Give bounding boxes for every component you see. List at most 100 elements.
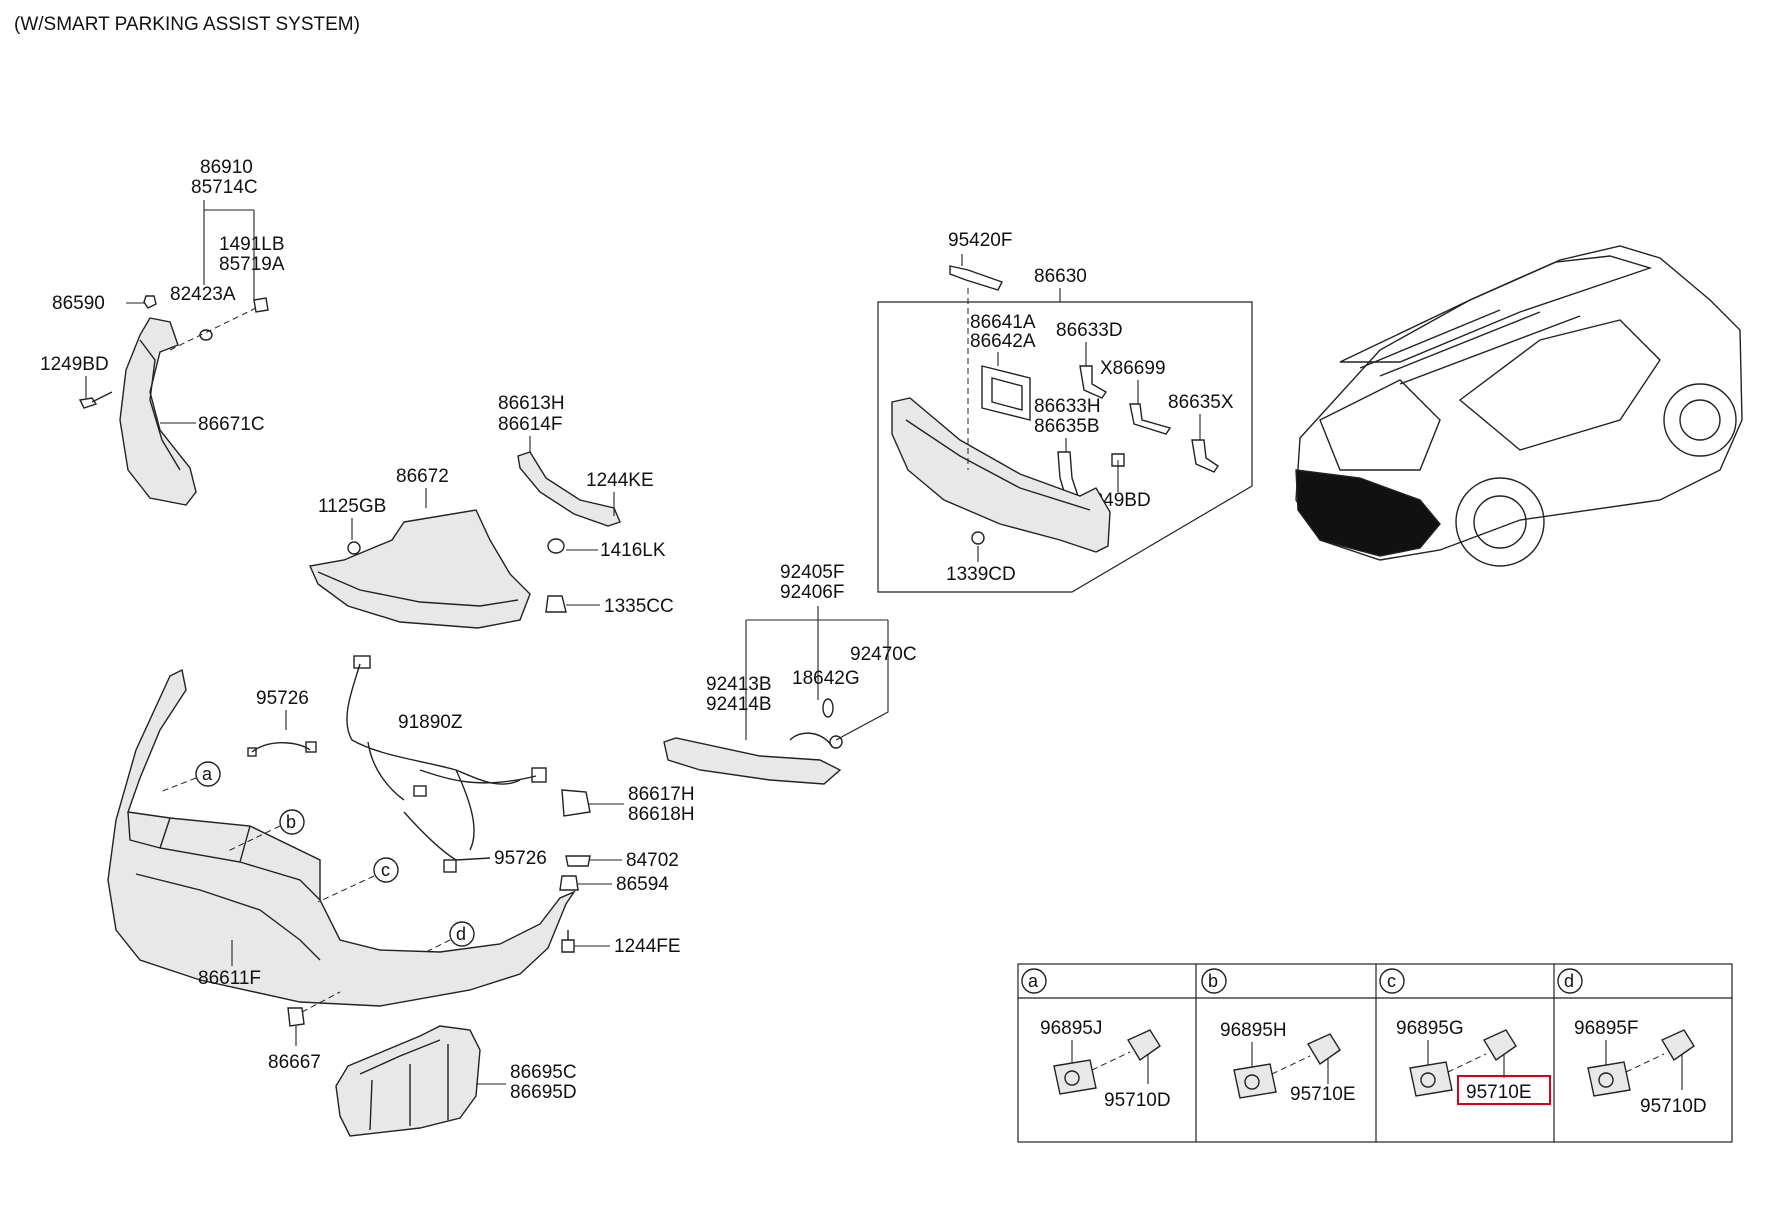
- clip-86590: [143, 295, 157, 309]
- bezel-label-b: 96895H: [1220, 1020, 1287, 1041]
- bulb-18642G: [822, 698, 834, 718]
- table-header-b: b: [1201, 968, 1227, 994]
- label-86671C: 86671C: [198, 414, 265, 435]
- label-95420F: 95420F: [948, 230, 1012, 251]
- bracket-86617H: [561, 789, 591, 817]
- bezel-icon-d: [1587, 1061, 1631, 1097]
- svg-text:d: d: [456, 924, 466, 944]
- label-86635B: 86635B: [1034, 416, 1100, 437]
- mud-flap-assembly: 86910 85714C 1491LB 85719A 82423A 86590 …: [40, 157, 285, 506]
- sensor-icon-d: [1660, 1029, 1695, 1062]
- sensor-icon-a: [1126, 1029, 1161, 1062]
- bracket-86635X: [1191, 439, 1219, 473]
- svg-text:a: a: [1028, 971, 1039, 991]
- upper-cover-86672: [308, 509, 531, 629]
- vehicle-rear-bumper: [1295, 469, 1441, 557]
- label-92405F: 92405F: [780, 562, 844, 583]
- sensor-95420F: [949, 265, 1003, 291]
- bezel-icon-c: [1409, 1061, 1453, 1097]
- label-86613H: 86613H: [498, 393, 565, 414]
- label-86641A: 86641A: [970, 312, 1036, 333]
- label-1416LK: 1416LK: [600, 540, 666, 561]
- front-wheel: [1663, 383, 1737, 457]
- label-1249BD-a: 1249BD: [40, 354, 109, 375]
- undercover-86695C: [335, 1025, 481, 1137]
- label-1335CC: 1335CC: [604, 596, 674, 617]
- bezel-icon-b: [1233, 1063, 1277, 1099]
- wire-92470C: [789, 732, 833, 747]
- rear-window: [1319, 379, 1441, 471]
- cap-86667: [287, 1007, 305, 1027]
- bumper-cover-86611F: [107, 668, 576, 1007]
- svg-text:c: c: [1387, 971, 1396, 991]
- callout-d-marker: d: [425, 921, 475, 953]
- label-86633D: 86633D: [1056, 320, 1123, 341]
- label-85714C: 85714C: [191, 177, 258, 198]
- vehicle-illustration: [1295, 245, 1743, 567]
- label-91890Z: 91890Z: [398, 712, 463, 733]
- screw-1244FE: [561, 930, 575, 953]
- sensor-label-a: 95710D: [1104, 1090, 1171, 1111]
- sensor-table: a b c d 96895J 95710D 96895H: [1017, 963, 1733, 1143]
- bezel-label-c: 96895G: [1396, 1018, 1464, 1039]
- label-86617H: 86617H: [628, 784, 695, 805]
- label-95726-a: 95726: [256, 688, 309, 709]
- back-beam-assembly: 95420F 86630 86641A 86642A 86633D X86699…: [877, 230, 1253, 593]
- label-84702: 84702: [626, 850, 679, 871]
- wire-95726-a: [251, 742, 311, 753]
- label-95726-b: 95726: [494, 848, 547, 869]
- table-cell-b: 96895H 95710E: [1220, 1020, 1356, 1105]
- svg-text:c: c: [381, 860, 390, 880]
- reflex-lamp-assembly: 92405F 92406F 92470C 92413B 92414B 18642…: [663, 562, 917, 785]
- upper-cover-assembly: 86613H 86614F 1244KE 86672 1125GB 1416LK…: [308, 393, 674, 629]
- clip-1416LK: [547, 538, 565, 554]
- side-windows: [1458, 319, 1661, 451]
- table-cell-c: 96895G 95710E: [1396, 1018, 1551, 1105]
- table-cell-a: 96895J 95710D: [1040, 1018, 1171, 1111]
- label-86594: 86594: [616, 874, 669, 895]
- mud-flap-86671C: [119, 317, 197, 506]
- label-86618H: 86618H: [628, 804, 695, 825]
- sensor-label-c[interactable]: 95710E: [1466, 1082, 1532, 1103]
- bolt-1249BD-b: [1111, 453, 1125, 467]
- sensor-icon-c: [1482, 1029, 1517, 1062]
- screw-1125GB: [347, 541, 361, 555]
- callout-a-marker: a: [159, 761, 221, 793]
- wire-95726-b: [403, 811, 491, 861]
- harness-91890Z: [346, 663, 537, 851]
- label-92470C: 92470C: [850, 644, 917, 665]
- beam-group-box: [877, 301, 1253, 593]
- leader-86910: [203, 200, 255, 300]
- label-86635X: 86635X: [1168, 392, 1234, 413]
- clip-86594: [559, 875, 579, 891]
- label-1491LB: 1491LB: [219, 234, 285, 255]
- label-86910: 86910: [200, 157, 253, 178]
- label-18642G: 18642G: [792, 668, 860, 689]
- nut-1335CC: [545, 595, 567, 613]
- table-header-c: c: [1379, 968, 1405, 994]
- bumper-cover-assembly: a b c d 86611F 86667: [107, 668, 576, 1073]
- label-1339CD: 1339CD: [946, 564, 1016, 585]
- bezel-icon-a: [1053, 1059, 1097, 1095]
- bracket-86613H: [517, 451, 621, 527]
- callout-c-marker: c: [317, 857, 399, 903]
- sensor-label-d: 95710D: [1640, 1096, 1707, 1117]
- label-92406F: 92406F: [780, 582, 844, 603]
- bolt-1249BD: [78, 391, 113, 409]
- pad-84702: [565, 855, 591, 867]
- label-92414B: 92414B: [706, 694, 772, 715]
- roof-rails: [1359, 309, 1581, 385]
- label-86611F: 86611F: [198, 968, 261, 989]
- bracket-86641A: [981, 365, 1031, 421]
- highlight-box-95710E[interactable]: [1457, 1075, 1551, 1105]
- label-86642A: 86642A: [970, 331, 1036, 352]
- label-86695C: 86695C: [510, 1062, 577, 1083]
- table-header-a: a: [1021, 968, 1047, 994]
- label-86672: 86672: [396, 466, 449, 487]
- bracket-86633D: [1079, 365, 1107, 399]
- reflector-92405F: [663, 737, 842, 785]
- label-1244KE: 1244KE: [586, 470, 654, 491]
- undercover-assembly: 86695C 86695D: [335, 1025, 577, 1137]
- bezel-label-d: 96895F: [1574, 1018, 1638, 1039]
